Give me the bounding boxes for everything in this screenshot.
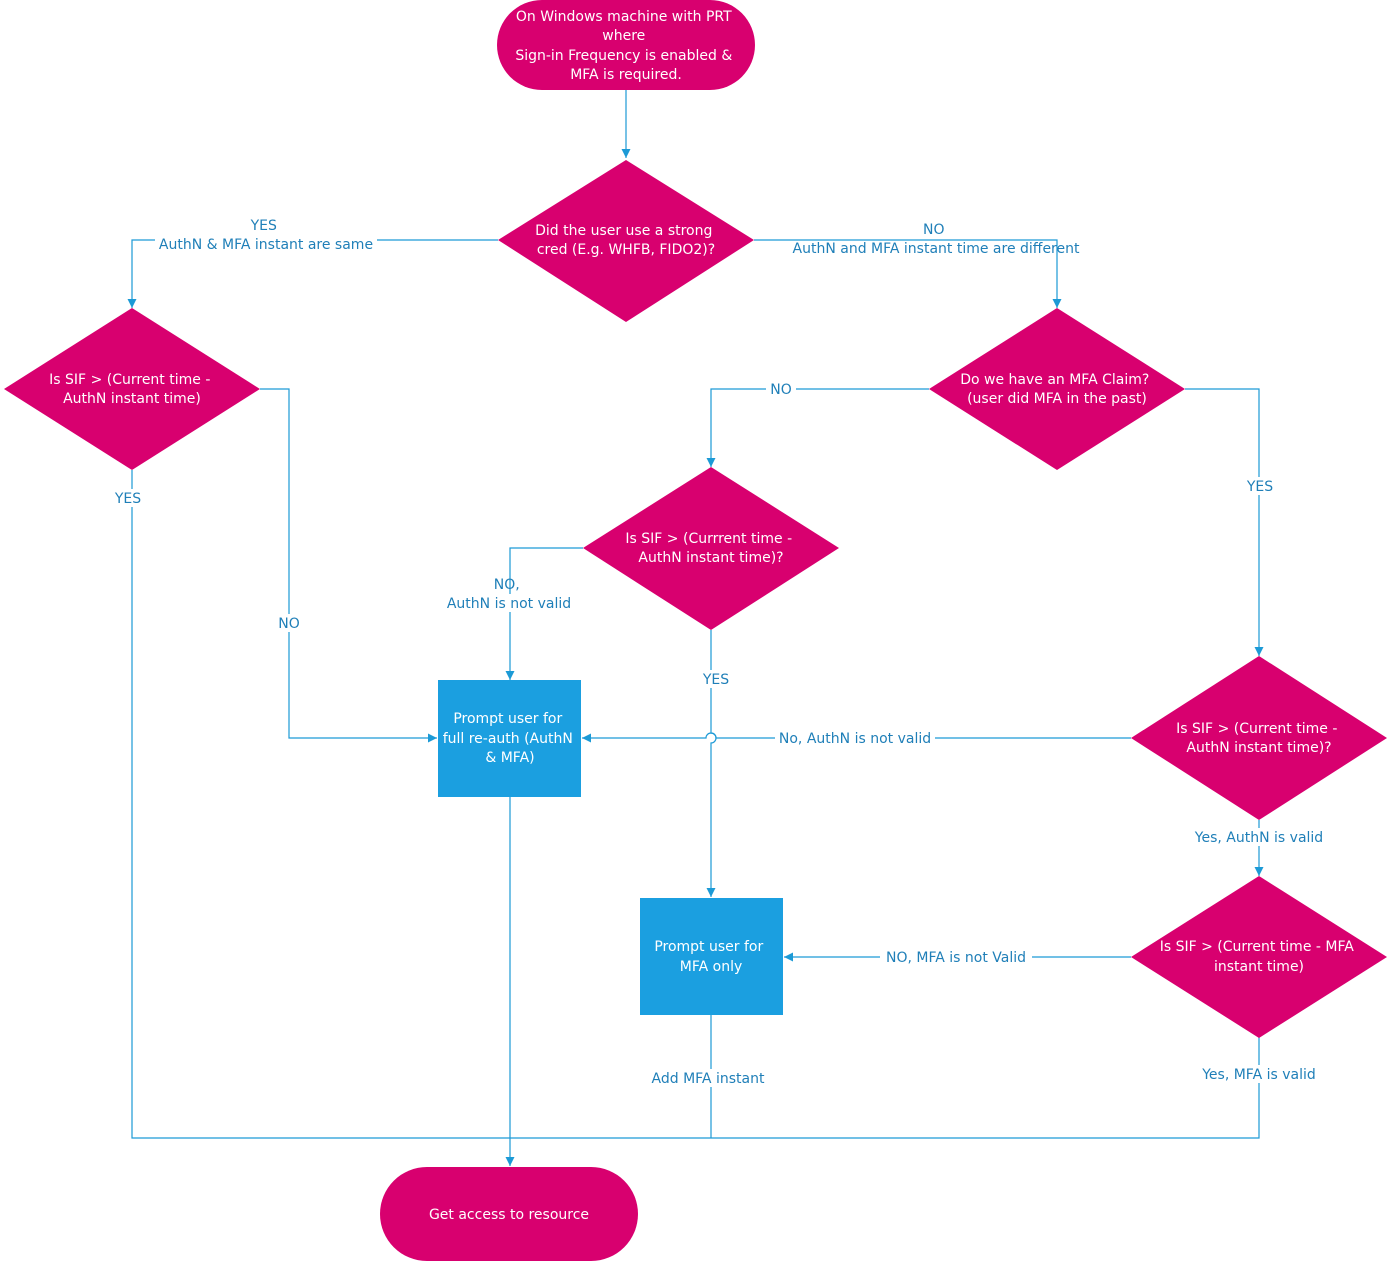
label-yes-mid: YES: [702, 672, 729, 688]
node-texts: On Windows machine with PRT where Sign-i…: [49, 9, 1359, 1223]
label-no-authn-mid: NO, AuthN is not valid: [447, 577, 571, 612]
end-terminal: [380, 1167, 638, 1261]
label-yes-authn-valid: Yes, AuthN is valid: [1194, 830, 1323, 846]
sif-right-text: Is SIF > (Current time - AuthN instant t…: [1176, 721, 1342, 756]
edge-sif-left-no: [260, 388, 437, 743]
edge-mfa-claim-yes: [1185, 388, 1264, 656]
mfa-claim-text: Do we have an MFA Claim? (user did MFA i…: [960, 372, 1154, 407]
label-bg-yes-left: [112, 489, 152, 507]
start-text: On Windows machine with PRT where Sign-i…: [515, 9, 736, 83]
label-yes-claim: YES: [1246, 479, 1273, 495]
start-terminal: [497, 0, 755, 90]
sif-right-decision: [1131, 656, 1387, 820]
edge-mfa-claim-no: [706, 388, 929, 467]
strong-cred-text: Did the user use a strong cred (E.g. WHF…: [535, 223, 717, 258]
label-bg-add-mfa: [646, 1069, 770, 1087]
label-yes-same: YES AuthN & MFA instant are same: [159, 218, 373, 253]
mfa-only-process: [640, 898, 783, 1015]
sif-left-decision: [4, 308, 260, 470]
edge-strong-cred-no: [754, 239, 1062, 308]
label-no-authn-right: No, AuthN is not valid: [779, 731, 931, 747]
edge-sif-right-no: [582, 732, 1131, 743]
label-bg-no-authn-mid: [444, 594, 576, 612]
label-bg-yes-mfa-valid: [1198, 1065, 1320, 1083]
label-no-different: NO AuthN and MFA instant time are differ…: [793, 222, 1080, 257]
full-reauth-text: Prompt user for full re-auth (AuthN & MF…: [443, 711, 578, 766]
edge-sif-mid-no: [505, 547, 583, 680]
sif-middle-text: Is SIF > (Currrent time - AuthN instant …: [625, 531, 796, 566]
label-no-claim: NO: [770, 382, 792, 398]
label-bg-yes-same: [155, 236, 377, 250]
label-bg-no-left: [274, 614, 304, 632]
sif-mfa-decision: [1131, 876, 1387, 1038]
strong-cred-decision: [498, 160, 754, 322]
label-yes-left: YES: [114, 491, 141, 507]
shapes: [4, 0, 1387, 1261]
mfa-claim-decision: [929, 308, 1185, 470]
sif-middle-decision: [583, 467, 839, 630]
label-no-mfa-valid: NO, MFA is not Valid: [886, 950, 1026, 966]
edge-labels: YES AuthN & MFA instant are same NO Auth…: [112, 218, 1326, 1087]
mfa-only-text: Prompt user for MFA only: [654, 939, 767, 975]
label-bg-no-mfa-valid: [880, 948, 1032, 966]
label-add-mfa: Add MFA instant: [652, 1071, 765, 1087]
label-yes-mfa-valid: Yes, MFA is valid: [1201, 1067, 1316, 1083]
sif-left-text: Is SIF > (Current time - AuthN instant t…: [49, 372, 215, 407]
sif-mfa-text: Is SIF > (Current time - MFA instant tim…: [1160, 939, 1359, 975]
label-bg-no-claim: [766, 380, 796, 398]
end-text: Get access to resource: [429, 1207, 589, 1223]
label-bg-yes-claim: [1241, 477, 1279, 495]
label-bg-yes-mid: [698, 670, 734, 688]
label-bg-no-authn-right: [775, 729, 935, 747]
label-no-left: NO: [278, 616, 300, 632]
label-bg-yes-authn-valid: [1192, 828, 1326, 846]
full-reauth-process: [438, 680, 581, 797]
